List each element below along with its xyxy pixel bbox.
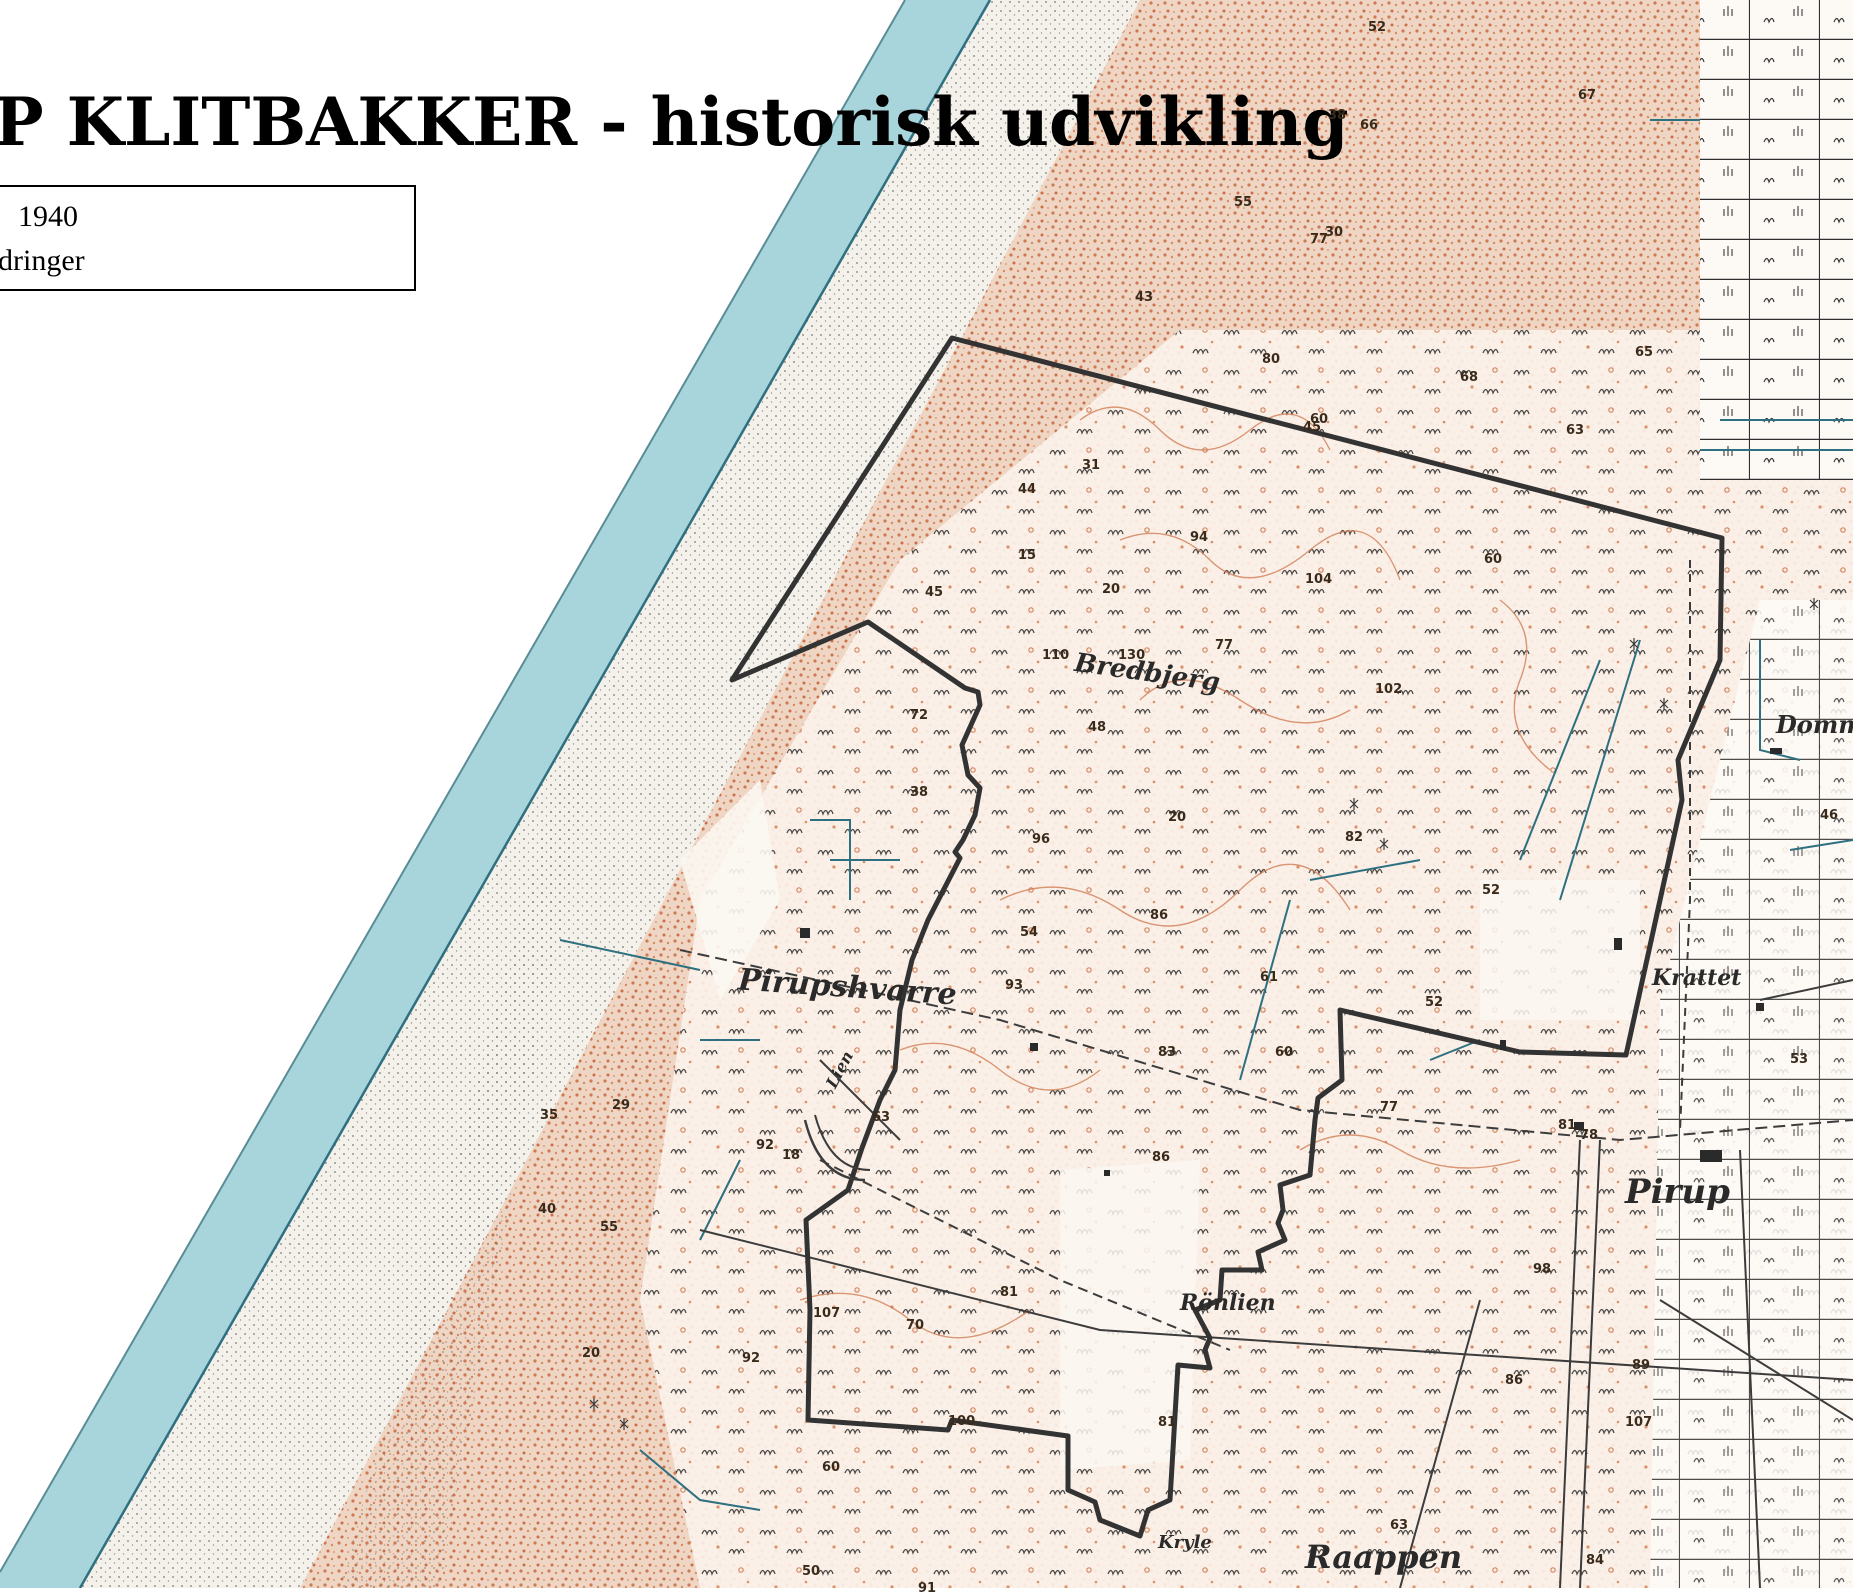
spot-height: 18 <box>782 1148 801 1163</box>
spot-height: 38 <box>910 785 929 800</box>
spot-height: 43 <box>1135 290 1154 305</box>
spot-height: 96 <box>1032 832 1051 847</box>
spot-height: 86 <box>1152 1150 1171 1165</box>
legend-year: 1940 <box>18 200 78 233</box>
spot-height: 82 <box>1345 830 1364 845</box>
spot-height: 98 <box>1533 1262 1552 1277</box>
spot-height: 93 <box>1005 978 1024 993</box>
spot-height: 77 <box>1215 638 1234 653</box>
place-label-ronlien: Rönlien <box>1180 1290 1276 1316</box>
spot-height: 80 <box>1262 352 1281 367</box>
stream-lien-2 <box>814 1114 871 1171</box>
farmland <box>1700 0 1853 480</box>
sea <box>0 0 990 1588</box>
spot-height: 91 <box>918 1581 937 1596</box>
spot-height: 60 <box>1484 552 1503 567</box>
spot-height: 92 <box>742 1351 761 1366</box>
place-label-kryle: Kryle <box>1158 1532 1212 1553</box>
spot-height: 89 <box>1632 1358 1651 1373</box>
contour-lines <box>799 406 1551 1339</box>
spot-height: 60 <box>1275 1045 1294 1060</box>
spot-height: 52 <box>1425 995 1444 1010</box>
spot-height: 52 <box>1482 883 1501 898</box>
place-label-raappen: Raappen <box>1305 1538 1463 1576</box>
spot-height: 60 <box>822 1460 841 1475</box>
spot-height: 52 <box>1368 20 1387 35</box>
spot-height: 110 <box>1042 648 1070 663</box>
legend-changes: dringer <box>0 244 85 277</box>
spot-height: 94 <box>1190 530 1209 545</box>
spot-height: 20 <box>1102 582 1121 597</box>
place-label-pirup: Pirup <box>1625 1172 1730 1212</box>
spot-height: 107 <box>1625 1415 1653 1430</box>
spot-height: 15 <box>1018 548 1037 563</box>
spot-height: 92 <box>756 1138 775 1153</box>
spot-height: 60 <box>1310 412 1329 427</box>
spot-height: 55 <box>1234 195 1253 210</box>
spot-height: 81 <box>1158 1415 1177 1430</box>
stream-lien <box>803 1119 866 1182</box>
dune-strip-stipple <box>340 770 590 1588</box>
spot-height: 63 <box>1566 423 1585 438</box>
meadow <box>1480 880 1640 1020</box>
place-label-domm: Domm <box>1776 710 1853 739</box>
spot-height: 68 <box>1460 370 1479 385</box>
spot-height: 40 <box>538 1202 557 1217</box>
spot-height: 46 <box>1820 808 1839 823</box>
spot-height: 61 <box>1260 970 1279 985</box>
spot-height: 100 <box>948 1414 976 1429</box>
spot-height: 66 <box>1360 118 1379 133</box>
spot-height: 45 <box>1303 420 1322 435</box>
heath-area <box>640 330 1853 1588</box>
buildings <box>800 748 1782 1176</box>
beach-stipple <box>80 0 1140 1588</box>
spot-height: 55 <box>600 1220 619 1235</box>
meadow <box>680 780 780 1000</box>
place-label-krattet: Krattet <box>1652 965 1742 991</box>
meadow <box>1060 1160 1200 1470</box>
spot-height: 45 <box>925 585 944 600</box>
plantation-markers <box>589 598 1819 1430</box>
spot-height: 104 <box>1305 572 1333 587</box>
spot-height: 48 <box>1088 720 1107 735</box>
spot-height: 83 <box>1158 1045 1177 1060</box>
spot-height: 38 <box>1328 108 1347 123</box>
study-area-boundary <box>729 335 1725 1539</box>
coastline-outer <box>0 0 906 1573</box>
spot-height: 44 <box>1018 482 1037 497</box>
spot-height: 65 <box>1635 345 1654 360</box>
roads <box>679 560 1853 1588</box>
spot-height: 107 <box>813 1306 841 1321</box>
spot-height: 31 <box>1082 458 1101 473</box>
spot-height: 81 <box>1000 1285 1019 1300</box>
spot-height: 30 <box>1325 225 1344 240</box>
spot-height: 84 <box>1586 1553 1605 1568</box>
spot-height: 77 <box>1310 232 1329 247</box>
spot-height: 130 <box>1118 648 1146 663</box>
spot-height: 72 <box>910 708 929 723</box>
spot-height: 20 <box>582 1346 601 1361</box>
legend-box: 1940 dringer <box>0 185 416 291</box>
spot-height: 20 <box>1168 810 1187 825</box>
spot-height: 29 <box>612 1098 631 1113</box>
spot-height: 102 <box>1375 682 1403 697</box>
spot-height: 78 <box>1580 1128 1599 1143</box>
spot-height: 81 <box>1558 1118 1577 1133</box>
spot-height: 54 <box>1020 925 1039 940</box>
spot-height: 53 <box>1790 1052 1809 1067</box>
coastline <box>78 0 992 1588</box>
streams <box>559 119 1853 1511</box>
spot-height: 35 <box>540 1108 559 1123</box>
spot-height: 63 <box>872 1110 891 1125</box>
spot-height: 86 <box>1505 1373 1524 1388</box>
map-title: P KLITBAKKER - historisk udvikling <box>0 83 1349 161</box>
spot-height: 70 <box>906 1318 925 1333</box>
farmland-east <box>1650 600 1853 1588</box>
spot-height: 86 <box>1150 908 1169 923</box>
spot-height: 50 <box>802 1564 821 1579</box>
spot-height: 63 <box>1390 1518 1409 1533</box>
spot-height: 67 <box>1578 88 1597 103</box>
spot-height: 77 <box>1380 1100 1399 1115</box>
